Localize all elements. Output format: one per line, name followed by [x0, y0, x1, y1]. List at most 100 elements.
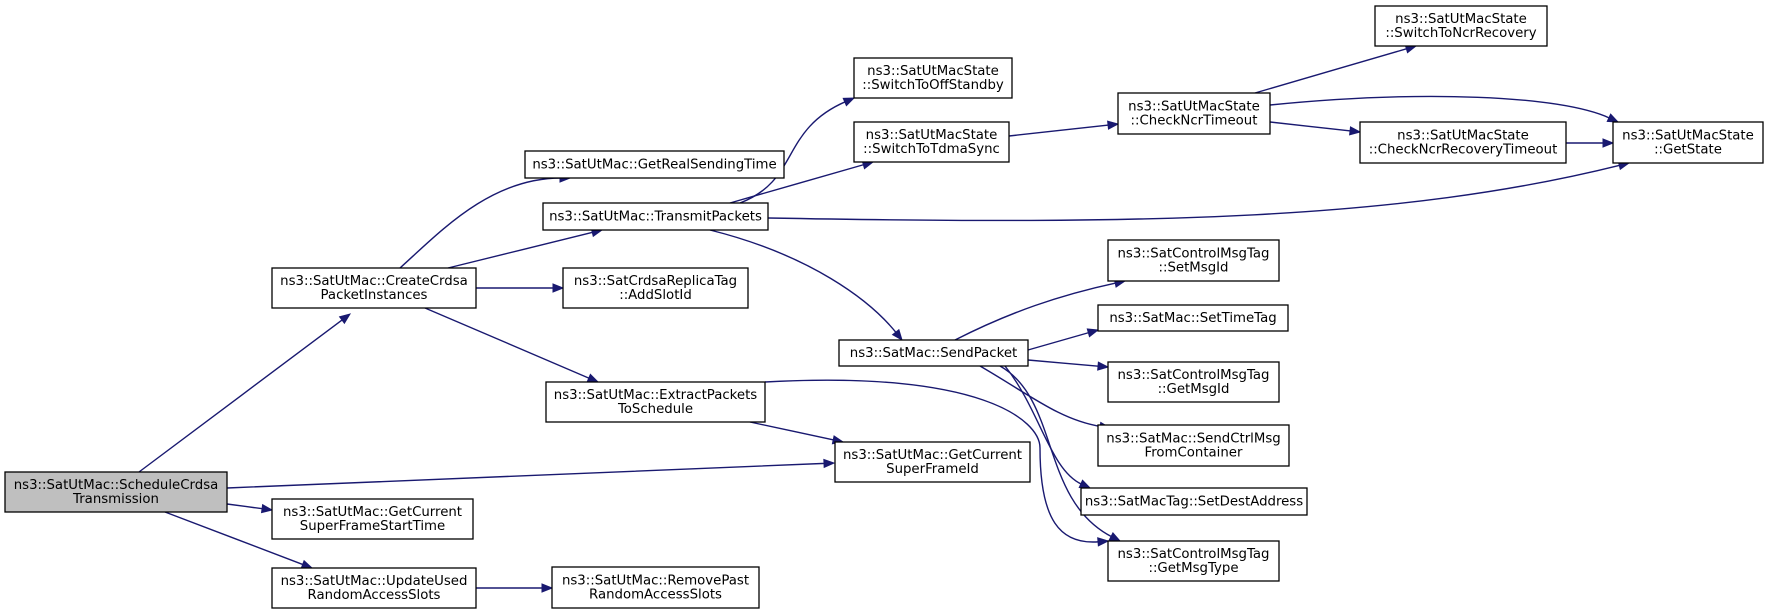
arrowhead — [552, 283, 565, 293]
edge-line — [764, 379, 1100, 543]
edge-check-ncr-timeout-to-get-state — [1269, 95, 1620, 123]
edge-line — [164, 511, 305, 566]
node-box — [853, 57, 1013, 99]
edge-line — [1269, 95, 1611, 119]
node-box — [1117, 92, 1271, 135]
edge-line — [954, 282, 1117, 341]
node-get-msg-id[interactable]: ns3::SatControlMsgTag::GetMsgId — [1107, 361, 1280, 403]
edge-extract-packets-to-get-msg-type — [764, 379, 1110, 547]
node-label-line: ns3::SatUtMac::RemovePast — [562, 574, 749, 589]
edge-check-ncr-recovery-timeout-to-get-state — [1565, 138, 1615, 148]
edge-line — [1027, 359, 1100, 367]
node-update-used-ras[interactable]: ns3::SatUtMac::UpdateUsedRandomAccessSlo… — [271, 567, 477, 609]
node-switch-ncr-recovery[interactable]: ns3::SatUtMacState::SwitchToNcrRecovery — [1374, 5, 1548, 47]
node-label-line: ToSchedule — [617, 402, 693, 417]
edge-line — [749, 421, 835, 441]
node-box — [1107, 540, 1280, 582]
node-box — [834, 441, 1031, 483]
edge-line — [739, 100, 847, 204]
node-box — [1359, 121, 1567, 164]
node-label-line: ns3::SatMac::SendCtrlMsg — [1106, 432, 1280, 447]
node-set-dest-address[interactable]: ns3::SatMacTag::SetDestAddress — [1080, 487, 1308, 516]
node-get-real-sending[interactable]: ns3::SatUtMac::GetRealSendingTime — [524, 150, 785, 179]
node-label-line: ns3::SatControlMsgTag — [1118, 247, 1270, 262]
node-label-line: ns3::SatUtMac::ScheduleCrdsa — [14, 478, 219, 493]
edge-schedule-crdsa-to-get-current-sfid — [226, 458, 836, 489]
node-label-line: ns3::SatUtMac::UpdateUsed — [281, 574, 468, 589]
node-box — [545, 381, 766, 423]
node-transmit-packets[interactable]: ns3::SatUtMac::TransmitPackets — [542, 202, 769, 231]
node-box — [1107, 239, 1280, 282]
node-label-line: ::SwitchToNcrRecovery — [1385, 26, 1536, 41]
node-label-line: ns3::SatUtMacState — [867, 64, 999, 79]
node-send-packet[interactable]: ns3::SatMac::SendPacket — [838, 339, 1029, 367]
edge-create-crdsa-to-extract-packets — [424, 307, 600, 383]
node-box — [853, 121, 1010, 163]
edge-line — [1004, 365, 1083, 485]
node-switch-off-standby[interactable]: ns3::SatUtMacState::SwitchToOffStandby — [853, 57, 1013, 99]
edge-transmit-packets-to-switch-off-standby — [739, 97, 856, 204]
node-remove-past-ras[interactable]: ns3::SatUtMac::RemovePastRandomAccessSlo… — [551, 566, 760, 609]
node-check-ncr-recovery-timeout[interactable]: ns3::SatUtMacState::CheckNcrRecoveryTime… — [1359, 121, 1567, 164]
node-get-msg-type[interactable]: ns3::SatControlMsgTag::GetMsgType — [1107, 540, 1280, 582]
node-add-slot-id[interactable]: ns3::SatCrdsaReplicaTag::AddSlotId — [562, 267, 749, 309]
node-box — [1097, 424, 1290, 467]
node-label-line: RandomAccessSlots — [308, 588, 441, 603]
node-box — [4, 471, 228, 513]
node-check-ncr-timeout[interactable]: ns3::SatUtMacState::CheckNcrTimeout — [1117, 92, 1271, 135]
node-get-current-sfst[interactable]: ns3::SatUtMac::GetCurrentSuperFrameStart… — [271, 498, 474, 540]
arrowhead — [541, 583, 554, 593]
node-box — [542, 202, 769, 231]
node-label-line: ns3::SatMacTag::SetDestAddress — [1085, 495, 1303, 510]
node-label-line: ns3::SatUtMacState — [1622, 129, 1754, 144]
node-box — [524, 150, 785, 179]
node-label-line: ns3::SatUtMacState — [1395, 12, 1527, 27]
edge-line — [226, 462, 826, 489]
node-label-line: ns3::SatUtMac::TransmitPackets — [549, 210, 762, 225]
arrowhead — [1602, 138, 1615, 148]
edge-extract-packets-to-get-current-sfid — [749, 421, 845, 445]
node-label-line: SuperFrameId — [886, 462, 979, 477]
arrowhead — [1108, 531, 1122, 542]
edge-update-used-ras-to-remove-past-ras — [475, 583, 554, 593]
node-box — [1374, 5, 1548, 47]
edge-check-ncr-timeout-to-switch-ncr-recovery — [1254, 44, 1418, 94]
node-box — [551, 566, 760, 609]
edge-line — [424, 307, 591, 380]
node-label-line: Transmission — [72, 492, 159, 507]
edge-schedule-crdsa-to-get-current-sfst — [226, 503, 274, 514]
arrowhead — [823, 458, 836, 469]
edge-line — [999, 365, 1113, 538]
node-box — [1080, 487, 1308, 516]
node-label-line: FromContainer — [1145, 446, 1243, 461]
edge-line — [767, 164, 1621, 222]
arrowhead — [842, 97, 856, 107]
node-label-line: ns3::SatMac::SetTimeTag — [1109, 311, 1276, 326]
node-get-state[interactable]: ns3::SatUtMacState::GetState — [1612, 121, 1764, 164]
node-label-line: ::GetMsgType — [1148, 561, 1238, 576]
node-label-line: ns3::SatControlMsgTag — [1118, 368, 1270, 383]
arrowhead — [1097, 537, 1110, 547]
node-set-msg-id[interactable]: ns3::SatControlMsgTag::SetMsgId — [1107, 239, 1280, 282]
node-switch-tdma-sync[interactable]: ns3::SatUtMacState::SwitchToTdmaSync — [853, 121, 1010, 163]
node-label-line: ::CheckNcrTimeout — [1131, 114, 1258, 129]
edge-line — [979, 365, 1102, 428]
node-label-line: ns3::SatControlMsgTag — [1118, 547, 1270, 562]
node-label-line: ns3::SatUtMac::GetCurrent — [843, 448, 1022, 463]
edge-line — [1027, 331, 1091, 351]
edge-line — [1254, 47, 1409, 94]
edge-line — [399, 177, 562, 269]
arrowhead — [300, 559, 314, 569]
node-set-time-tag[interactable]: ns3::SatMac::SetTimeTag — [1097, 304, 1289, 332]
node-box — [271, 267, 477, 309]
edge-transmit-packets-to-get-state — [767, 160, 1631, 222]
edge-send-packet-to-get-msg-id — [1027, 359, 1110, 371]
node-box — [838, 339, 1029, 367]
edge-send-packet-to-send-ctrl-msg — [979, 365, 1112, 432]
node-create-crdsa[interactable]: ns3::SatUtMac::CreateCrdsaPacketInstance… — [271, 267, 477, 309]
